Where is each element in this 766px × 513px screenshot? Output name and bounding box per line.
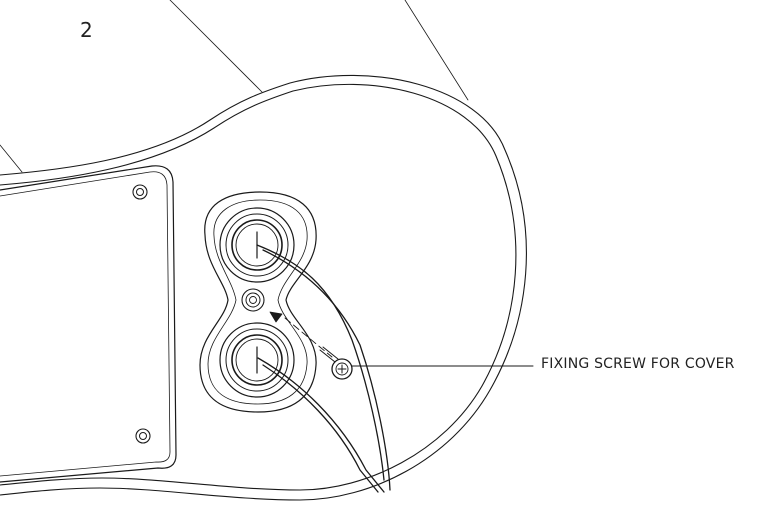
leader-lines: [0, 0, 468, 172]
jack-plate-screw-hole: [242, 289, 264, 311]
fixing-screw-icon: [320, 347, 352, 379]
callout-label-fixing-screw: FIXING SCREW FOR COVER: [541, 356, 735, 372]
cover-screw-bottom: [136, 429, 150, 443]
jack-plate: [200, 192, 316, 412]
assembly-path: [270, 312, 332, 357]
cables: [257, 245, 390, 492]
guitar-body-outline: [0, 75, 526, 500]
back-cover-plate: [0, 166, 176, 482]
cover-screw-top: [133, 185, 147, 199]
output-jack-bottom: [220, 323, 294, 397]
step-number: 2: [80, 18, 93, 42]
output-jack-top: [220, 208, 294, 282]
